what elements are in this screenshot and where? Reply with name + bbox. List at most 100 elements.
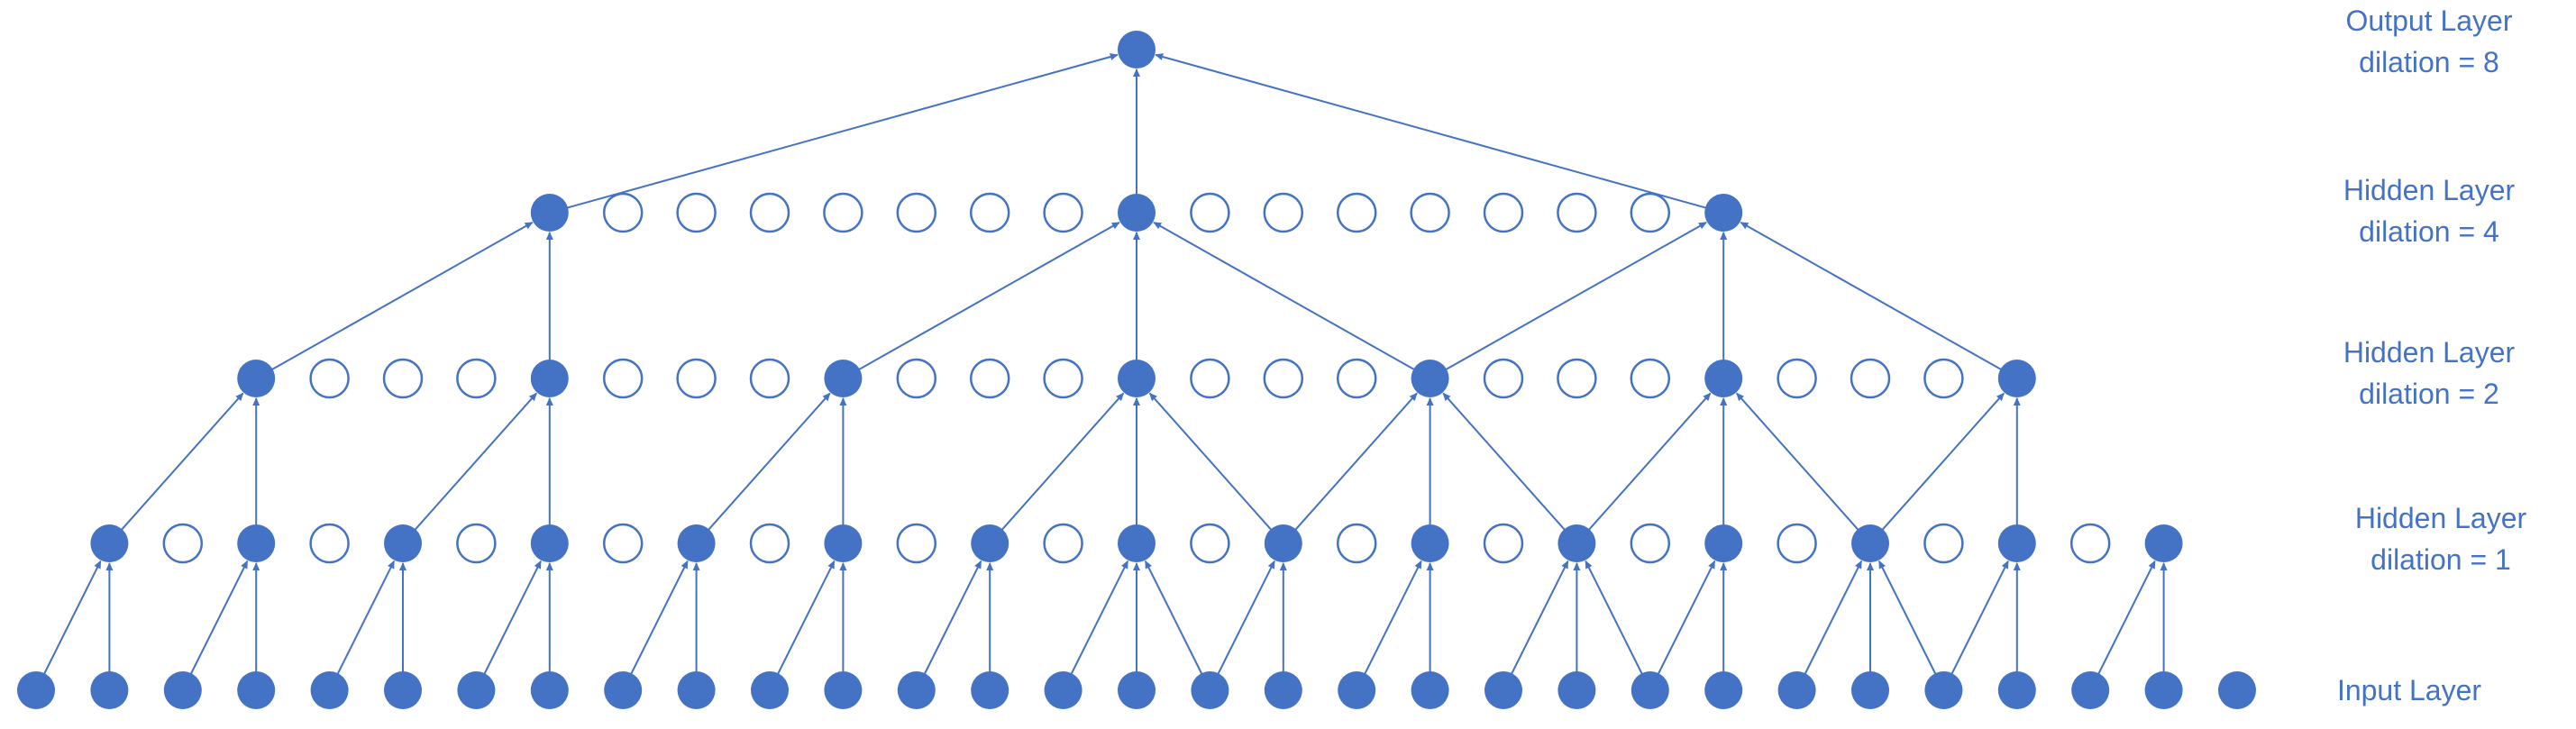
node-input-8 [604,671,643,709]
node-hidden1-13 [971,524,1009,562]
label-output-layer: Output Layer dilation = 8 [2294,0,2564,83]
node-input-28 [2071,671,2110,709]
node-hidden2-13 [969,358,1010,399]
node-hidden1-18 [1336,523,1377,564]
edge-input-12-to-hidden1-13 [923,560,982,676]
label-hidden-layer-dilation-4-line1: Hidden Layer [2343,174,2516,206]
label-hidden-layer-dilation-4-line2: dilation = 4 [2359,215,2499,248]
node-input-0 [17,671,55,709]
node-hidden4-11 [823,192,863,233]
label-hidden-layer-dilation-2-line2: dilation = 2 [2359,378,2499,410]
node-input-12 [897,671,936,709]
edge-input-28-to-hidden1-29 [2096,560,2156,676]
node-input-17 [1264,671,1302,709]
node-output-15 [1118,31,1156,68]
node-hidden2-6 [456,358,497,399]
edge-hidden1-17-to-hidden2-15 [1148,392,1273,532]
node-hidden1-29 [2144,524,2183,562]
node-hidden1-5 [384,524,422,562]
node-hidden2-17 [1263,358,1304,399]
label-hidden-layer-dilation-2-line1: Hidden Layer [2343,336,2516,369]
node-hidden4-12 [896,192,937,233]
label-hidden-layer-dilation-1: Hidden Layer dilation = 1 [2306,497,2576,580]
label-output-layer-line2: dilation = 8 [2359,46,2499,78]
edge-hidden4-7-to-output-15 [565,53,1119,209]
node-input-25 [1851,671,1889,709]
node-input-16 [1191,671,1229,709]
node-hidden1-28 [2069,523,2111,564]
label-hidden-layer-dilation-2: Hidden Layer dilation = 2 [2294,332,2564,415]
node-hidden1-10 [749,523,790,564]
node-hidden4-19 [1410,192,1450,233]
edge-hidden1-17-to-hidden2-19 [1293,392,1418,532]
node-hidden2-19 [1411,360,1449,397]
node-input-13 [971,671,1009,709]
node-hidden2-10 [749,358,790,399]
edge-input-8-to-hidden1-9 [629,560,689,676]
edge-input-4-to-hidden1-5 [336,560,396,676]
edge-input-26-to-hidden1-25 [1877,560,1937,676]
node-input-15 [1118,671,1156,709]
node-input-23 [1704,671,1743,709]
node-hidden1-6 [456,523,497,564]
edge-hidden1-21-to-hidden2-19 [1442,392,1567,532]
node-hidden1-22 [1630,523,1671,564]
edge-input-16-to-hidden1-17 [1216,560,1275,676]
node-hidden4-13 [969,192,1010,233]
label-hidden-layer-dilation-4: Hidden Layer dilation = 4 [2294,169,2564,252]
edge-hidden4-23-to-output-15 [1155,53,1708,209]
node-hidden4-21 [1557,192,1597,233]
node-input-1 [90,671,129,709]
node-hidden2-20 [1483,358,1524,399]
node-input-6 [457,671,496,709]
node-hidden1-3 [237,524,276,562]
edge-input-14-to-hidden1-15 [1070,560,1129,676]
node-hidden2-5 [382,358,424,399]
node-hidden4-15 [1118,194,1156,232]
node-hidden1-7 [530,524,569,562]
edge-hidden2-19-to-hidden4-23 [1444,221,1707,371]
edge-hidden1-21-to-hidden2-23 [1587,392,1712,532]
node-hidden1-11 [824,524,863,562]
edge-input-6-to-hidden1-7 [482,560,542,676]
node-hidden1-1 [90,524,129,562]
nodes [17,31,2256,709]
node-hidden4-23 [1704,194,1743,232]
node-hidden1-12 [896,523,937,564]
node-input-19 [1411,671,1449,709]
edge-hidden1-1-to-hidden2-3 [120,392,244,532]
node-hidden1-9 [677,524,716,562]
node-hidden2-9 [676,358,717,399]
node-hidden1-25 [1851,524,1889,562]
node-hidden2-14 [1043,358,1083,399]
node-input-22 [1631,671,1669,709]
node-hidden2-7 [530,360,569,397]
edge-input-16-to-hidden1-15 [1144,560,1203,676]
node-hidden1-26 [1923,523,1964,564]
node-input-14 [1044,671,1082,709]
edge-input-18-to-hidden1-19 [1363,560,1422,676]
node-input-10 [751,671,789,709]
node-hidden4-14 [1043,192,1083,233]
node-hidden2-4 [309,358,350,399]
node-hidden4-10 [749,192,790,233]
node-input-2 [163,671,202,709]
node-input-7 [530,671,569,709]
edge-input-10-to-hidden1-11 [776,560,836,676]
node-hidden4-22 [1630,192,1671,233]
node-hidden2-21 [1557,358,1597,399]
node-input-18 [1338,671,1376,709]
node-input-29 [2144,671,2183,709]
node-input-30 [2218,671,2256,709]
node-input-21 [1557,671,1596,709]
node-hidden2-15 [1118,360,1156,397]
node-hidden2-16 [1190,358,1230,399]
node-hidden2-18 [1336,358,1377,399]
edges [42,53,2168,676]
node-hidden4-7 [530,194,569,232]
node-hidden2-11 [824,360,863,397]
edge-input-2-to-hidden1-3 [189,560,249,676]
node-hidden4-20 [1483,192,1524,233]
node-hidden2-22 [1630,358,1671,399]
label-output-layer-line1: Output Layer [2345,5,2513,37]
